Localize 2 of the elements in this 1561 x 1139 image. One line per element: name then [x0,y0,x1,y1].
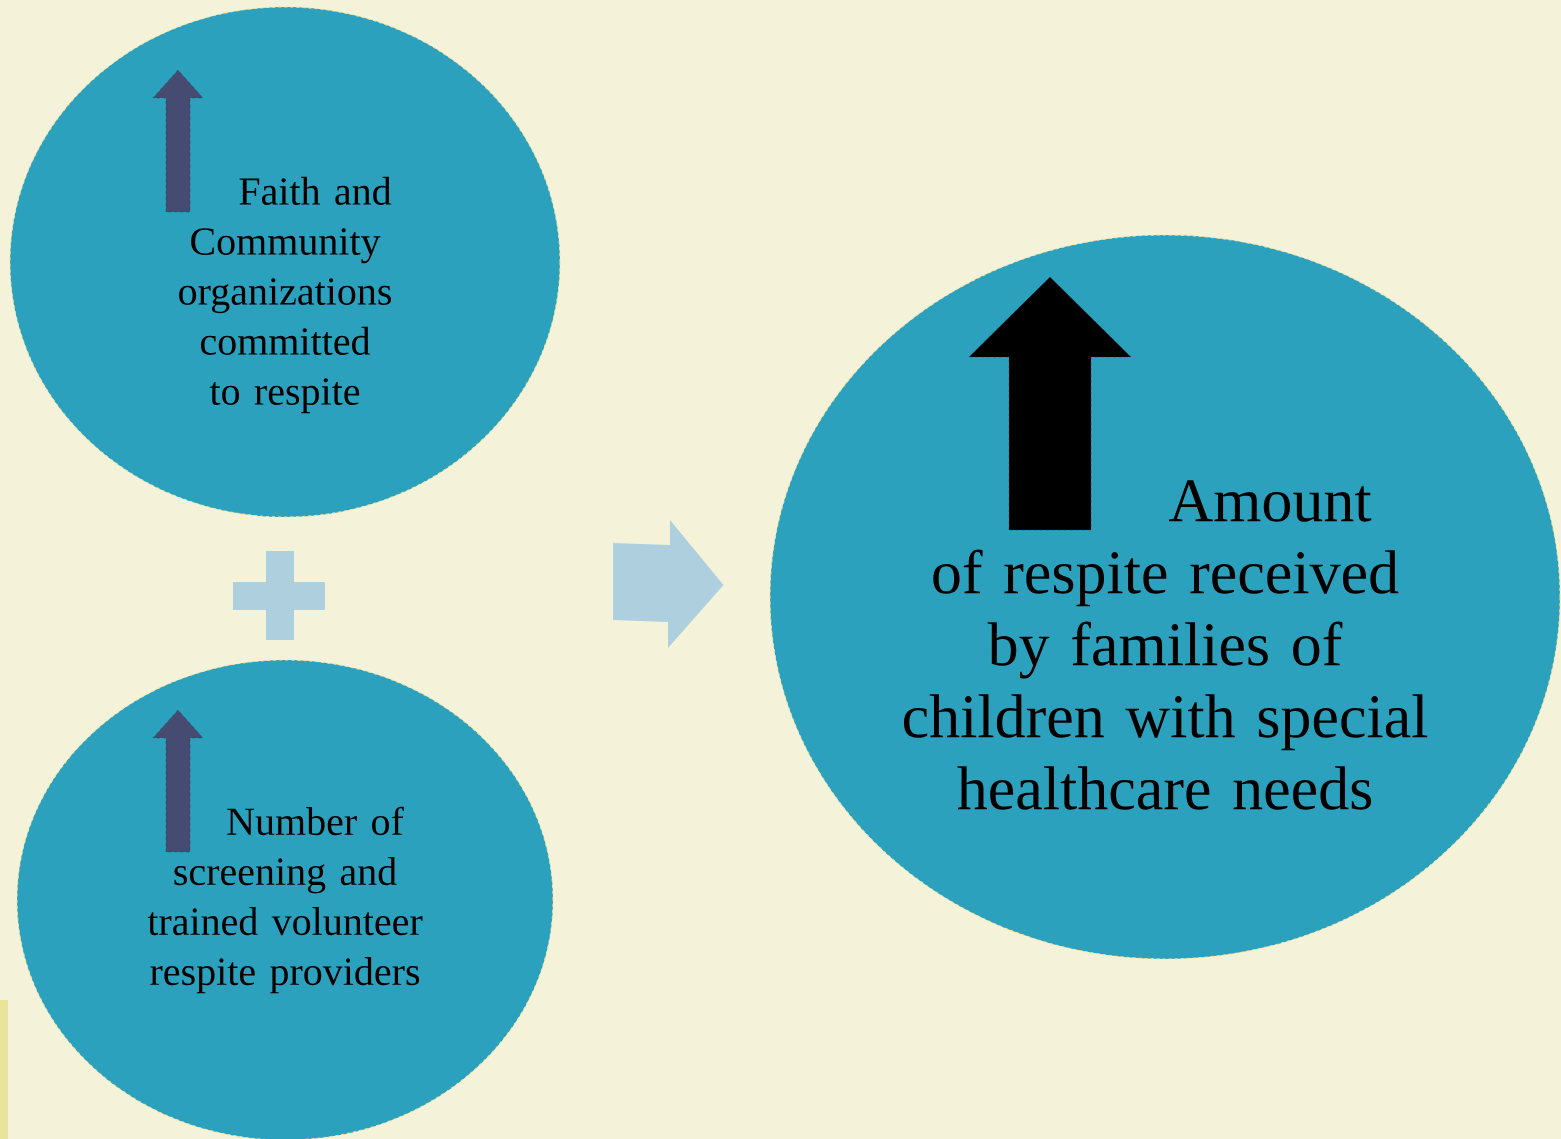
plus-sign [233,551,325,640]
block-arrow [613,520,724,648]
